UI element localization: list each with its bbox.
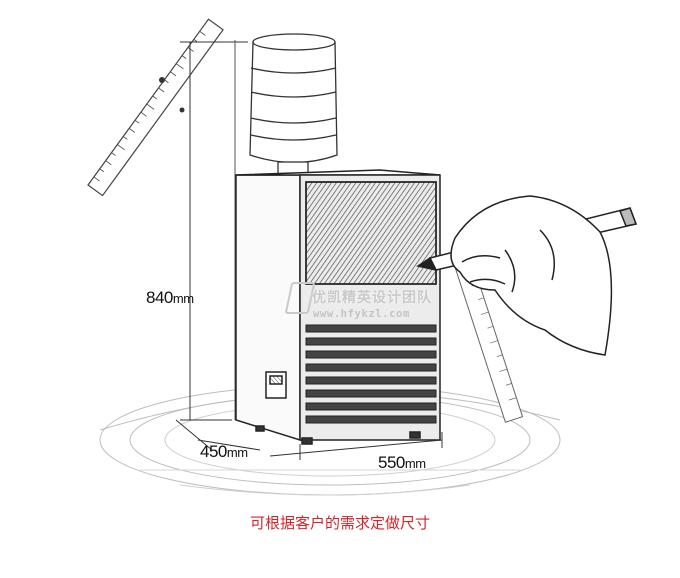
height-value: 840 — [146, 288, 173, 307]
width-dimension-label: 550mm — [378, 453, 426, 473]
depth-value: 450 — [200, 442, 227, 461]
depth-unit: mm — [226, 445, 248, 460]
height-dimension-label: 840mm — [146, 288, 194, 308]
width-value: 550 — [378, 453, 405, 472]
ruler-pin — [159, 77, 165, 83]
depth-dimension-line — [175, 419, 261, 451]
width-dimension-line — [269, 432, 443, 460]
ice-machine — [235, 169, 441, 445]
watermark-url: www.hfykzl.com — [313, 308, 410, 320]
depth-dimension-label: 450mm — [200, 442, 248, 462]
water-bottle — [249, 33, 338, 175]
watermark-title: 优凯精英设计团队 — [312, 290, 432, 306]
height-unit: mm — [172, 291, 194, 306]
hand-with-pencil — [416, 195, 638, 356]
height-dimension-line — [180, 40, 248, 421]
ruler-pin — [179, 107, 185, 113]
width-unit: mm — [404, 456, 426, 471]
ruler-top-left — [87, 18, 224, 197]
caption: 可根据客户的需求定做尺寸 — [249, 514, 430, 532]
